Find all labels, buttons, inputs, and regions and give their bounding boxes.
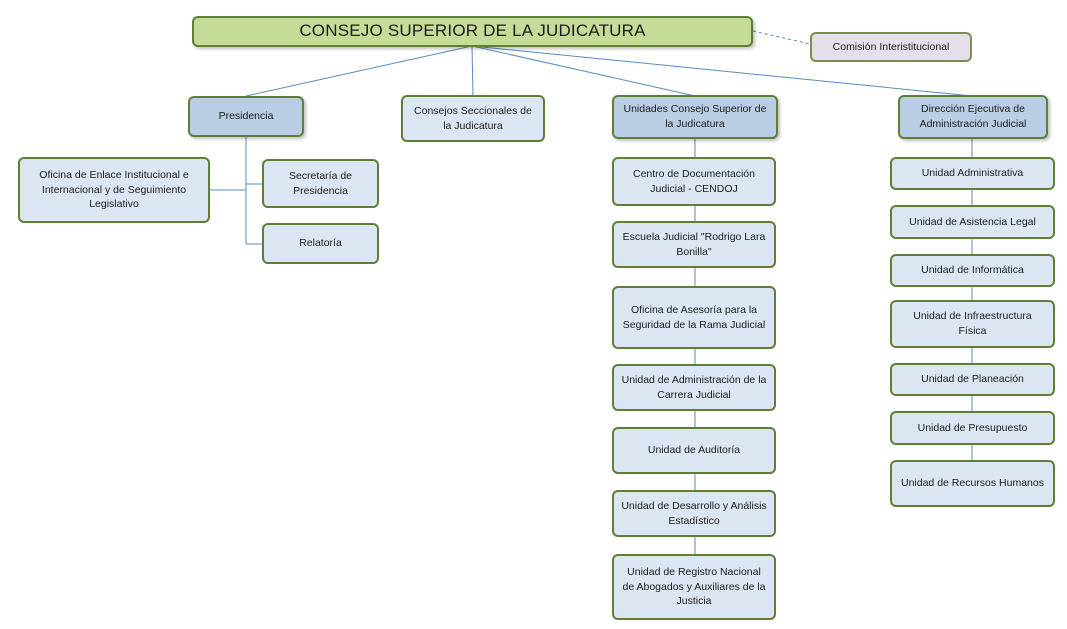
side-note-node: Comisión Interistitucional bbox=[810, 32, 972, 62]
branch-head-direccion: Dirección Ejecutiva de Administración Ju… bbox=[898, 95, 1048, 139]
unit-node-enlace: Oficina de Enlace Institucional e Intern… bbox=[18, 157, 210, 223]
unit-node-planeacion: Unidad de Planeación bbox=[890, 363, 1055, 396]
unit-node-cendoj: Centro de Documentación Judicial - CENDO… bbox=[612, 157, 776, 206]
unit-node-infraestructura: Unidad de Infraestructura Física bbox=[890, 300, 1055, 348]
top-node: CONSEJO SUPERIOR DE LA JUDICATURA bbox=[192, 16, 753, 47]
unit-node-asesoria: Oficina de Asesoría para la Seguridad de… bbox=[612, 286, 776, 349]
unit-node-presupuesto: Unidad de Presupuesto bbox=[890, 411, 1055, 445]
unit-node-recursos-humanos: Unidad de Recursos Humanos bbox=[890, 460, 1055, 507]
unit-node-secretaria: Secretaría de Presidencia bbox=[262, 159, 379, 208]
unit-node-asistencia-legal: Unidad de Asistencia Legal bbox=[890, 205, 1055, 239]
unit-node-administrativa: Unidad Administrativa bbox=[890, 157, 1055, 190]
unit-node-carrera: Unidad de Administración de la Carrera J… bbox=[612, 364, 776, 411]
connector-top-to-note bbox=[752, 30, 811, 45]
connector-top-to-presidencia bbox=[245, 45, 473, 97]
connector-top-to-direccion bbox=[471, 45, 973, 97]
unit-node-estadistico: Unidad de Desarrollo y Análisis Estadíst… bbox=[612, 490, 776, 537]
unit-node-informatica: Unidad de Informática bbox=[890, 254, 1055, 287]
unit-node-escuela: Escuela Judicial "Rodrigo Lara Bonilla" bbox=[612, 221, 776, 268]
connector-top-to-unidades bbox=[471, 45, 696, 97]
unit-node-registro: Unidad de Registro Nacional de Abogados … bbox=[612, 554, 776, 620]
unit-node-relatoria: Relatoría bbox=[262, 223, 379, 264]
branch-head-presidencia: Presidencia bbox=[188, 96, 304, 137]
branch-head-seccionales: Consejos Seccionales de la Judicatura bbox=[401, 95, 545, 142]
connector-top-to-seccionales bbox=[471, 45, 474, 97]
branch-head-unidades: Unidades Consejo Superior de la Judicatu… bbox=[612, 95, 778, 139]
unit-node-auditoria: Unidad de Auditoría bbox=[612, 427, 776, 474]
